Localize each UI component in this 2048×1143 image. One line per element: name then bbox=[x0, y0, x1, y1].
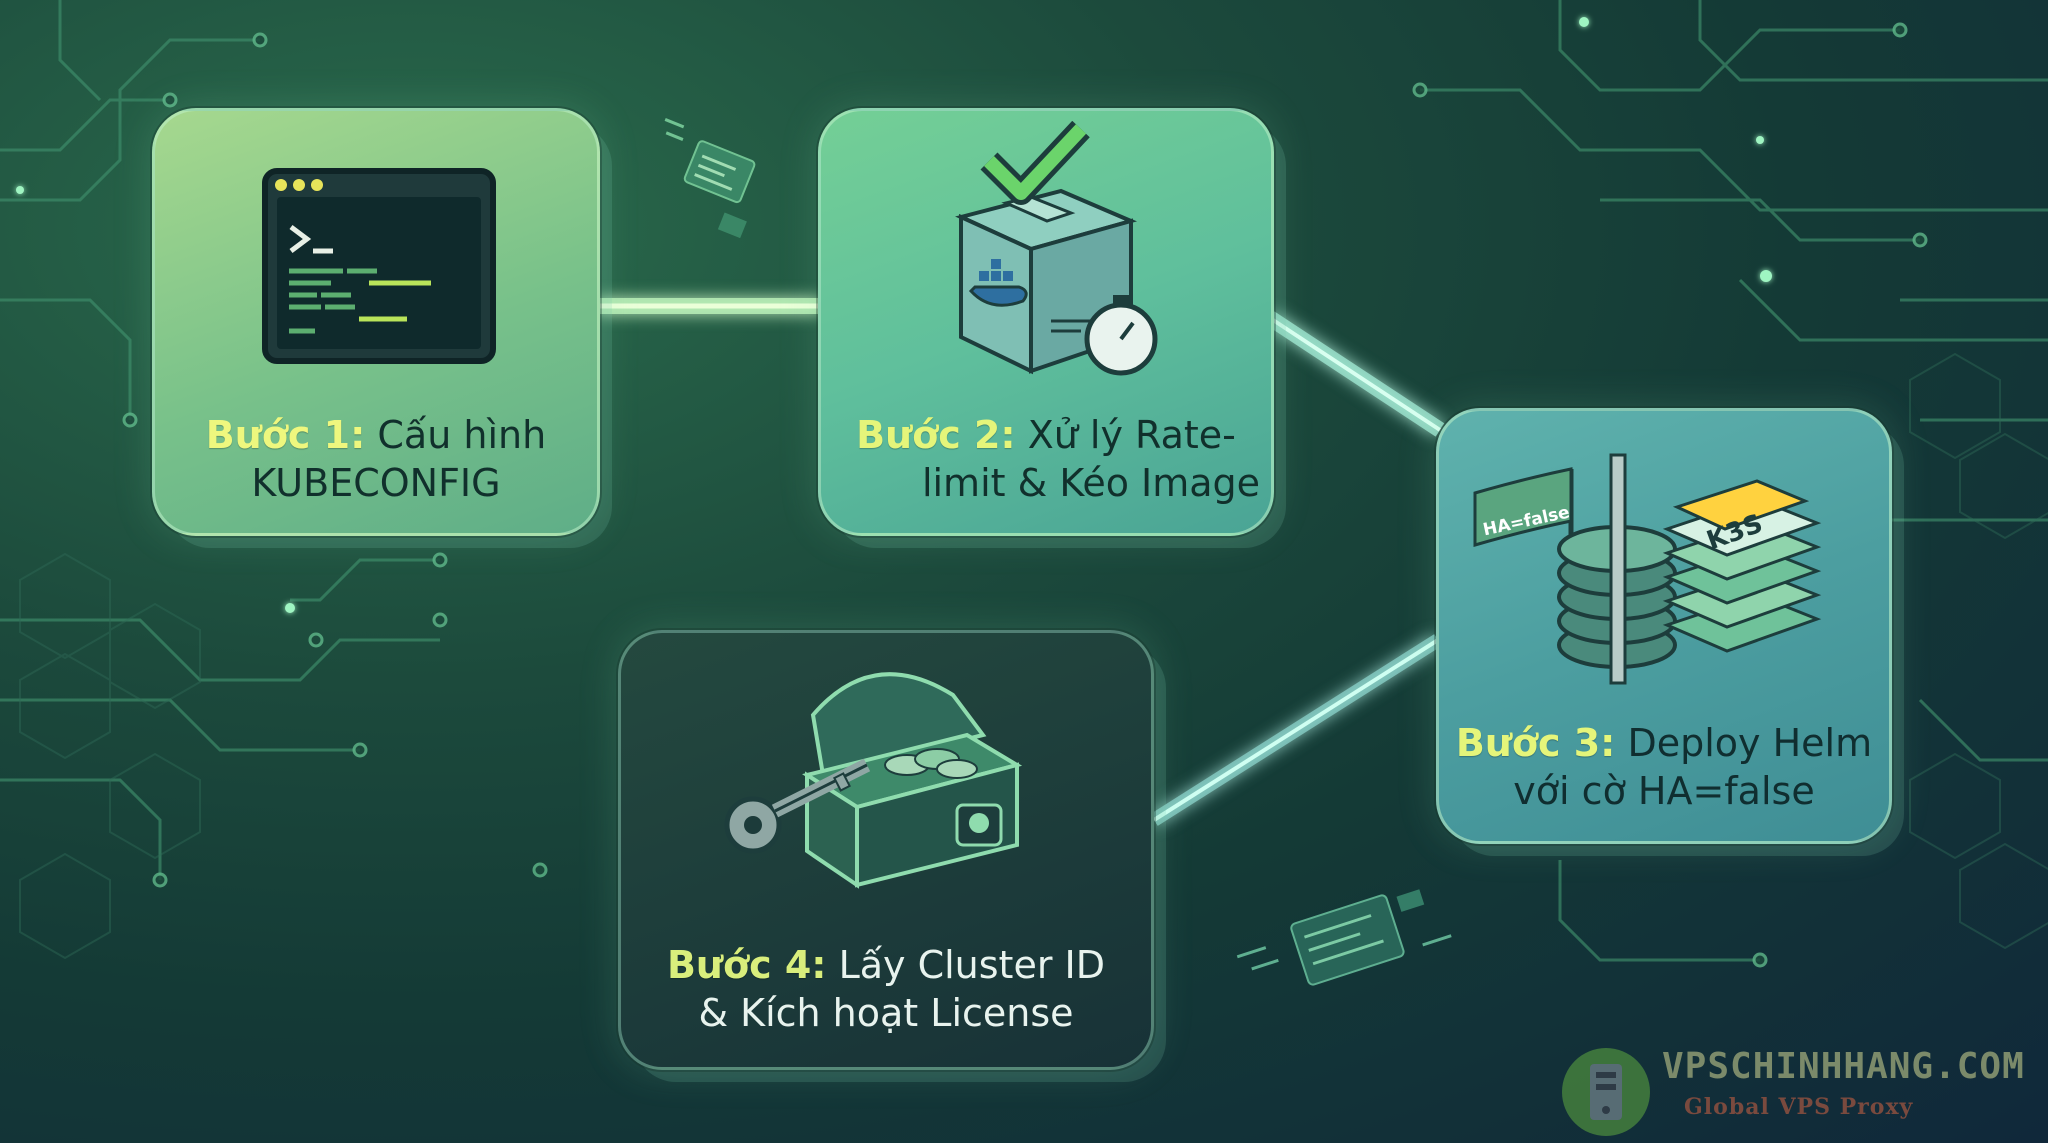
floating-window-bottom bbox=[1236, 889, 1452, 986]
step-2-title-line1: Xử lý Rate- bbox=[1015, 413, 1236, 457]
step-2-label: Bước 2: bbox=[856, 413, 1016, 457]
hexagon-pattern bbox=[19, 352, 2048, 960]
terminal-window-icon bbox=[262, 168, 496, 364]
server-logo-icon bbox=[1562, 1048, 1650, 1136]
step-1-title-line1: Cấu hình bbox=[365, 413, 547, 457]
step-3-title-line2: với cờ HA=false bbox=[1513, 769, 1815, 813]
circuit-nodes bbox=[122, 22, 1928, 968]
step-3-card: HA=false K3S Bước 3: Deploy Helm với cờ … bbox=[1436, 408, 1892, 844]
floating-window-top bbox=[664, 118, 756, 239]
step-2-caption: Bước 2: Xử lý Rate- limit & Kéo Image bbox=[821, 411, 1271, 507]
step-2-card: Bước 2: Xử lý Rate- limit & Kéo Image bbox=[818, 108, 1274, 536]
circuit-lines bbox=[0, 0, 2048, 962]
treasure-chest-key-icon bbox=[724, 672, 1023, 889]
step-4-card: Bước 4: Lấy Cluster ID & Kích hoạt Licen… bbox=[618, 630, 1154, 1070]
step-1-caption: Bước 1: Cấu hình KUBECONFIG bbox=[155, 411, 597, 507]
step-1-title-line2: KUBECONFIG bbox=[251, 461, 501, 505]
step-2-title-line2: limit & Kéo Image bbox=[921, 461, 1261, 505]
watermark-title: VPSCHINHHANG.COM bbox=[1662, 1046, 2025, 1087]
step-3-label: Bước 3: bbox=[1455, 721, 1616, 765]
k3s-stack-gears-flag-icon: HA=false K3S bbox=[1473, 453, 1822, 685]
step-4-label: Bước 4: bbox=[666, 943, 827, 987]
step-4-title-line1: Lấy Cluster ID bbox=[826, 943, 1106, 987]
step-3-title-line1: Deploy Helm bbox=[1615, 721, 1873, 765]
docker-box-checkmark-stopwatch-icon bbox=[955, 121, 1158, 376]
connector-lines bbox=[592, 298, 1445, 826]
step-3-caption: Bước 3: Deploy Helm với cờ HA=false bbox=[1439, 719, 1889, 815]
step-4-title-line2: & Kích hoạt License bbox=[698, 991, 1074, 1035]
server-stack bbox=[1662, 479, 1822, 653]
step-1-label: Bước 1: bbox=[205, 413, 366, 457]
step-1-card: Bước 1: Cấu hình KUBECONFIG bbox=[152, 108, 600, 536]
watermark-subtitle: Global VPS Proxy bbox=[1684, 1094, 1914, 1120]
watermark: VPSCHINHHANG.COM Global VPS Proxy bbox=[1556, 1040, 2024, 1140]
glow-dots bbox=[16, 17, 1772, 613]
step-4-caption: Bước 4: Lấy Cluster ID & Kích hoạt Licen… bbox=[621, 941, 1151, 1037]
